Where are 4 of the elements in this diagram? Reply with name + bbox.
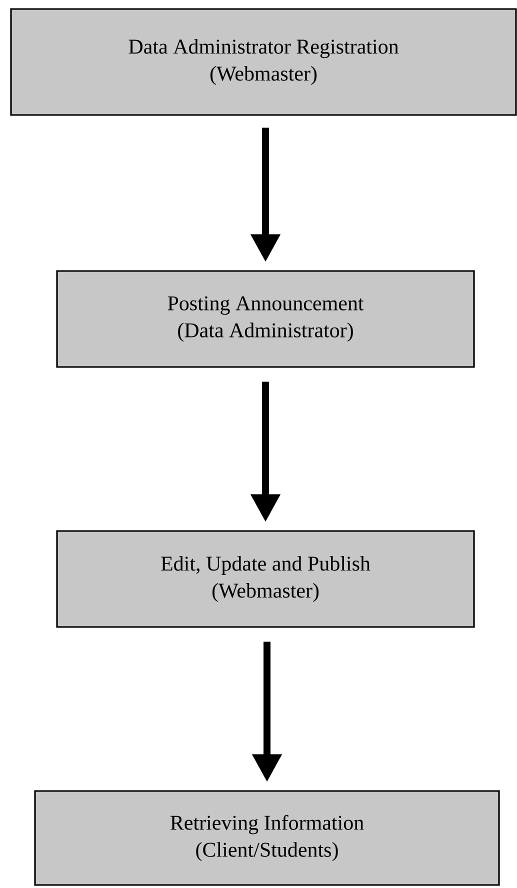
process-box: Retrieving Information (Client/Students) <box>34 790 500 886</box>
process-box: Edit, Update and Publish (Webmaster) <box>56 530 475 628</box>
process-box: Posting Announcement (Data Administrator) <box>56 270 475 368</box>
process-box: Data Administrator Registration (Webmaster) <box>10 8 517 116</box>
